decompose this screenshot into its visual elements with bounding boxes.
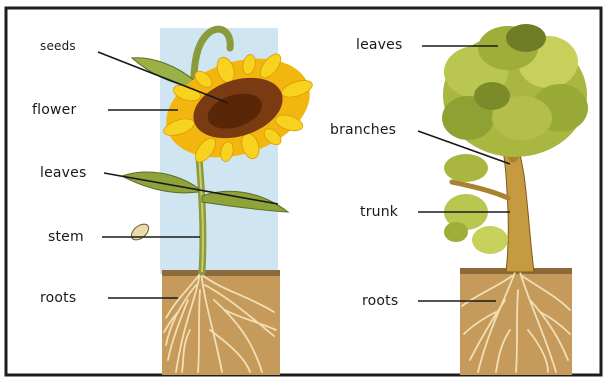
label-branches: branches — [330, 123, 396, 137]
label-roots-sunflower: roots — [40, 291, 76, 305]
label-stem: stem — [48, 230, 84, 244]
label-flower: flower — [32, 103, 76, 117]
label-roots-tree: roots — [362, 294, 398, 308]
label-trunk: trunk — [360, 205, 398, 219]
label-leaves-tree: leaves — [356, 38, 402, 52]
label-leaves-sunflower: leaves — [40, 166, 86, 180]
label-seeds: seeds — [40, 40, 76, 52]
